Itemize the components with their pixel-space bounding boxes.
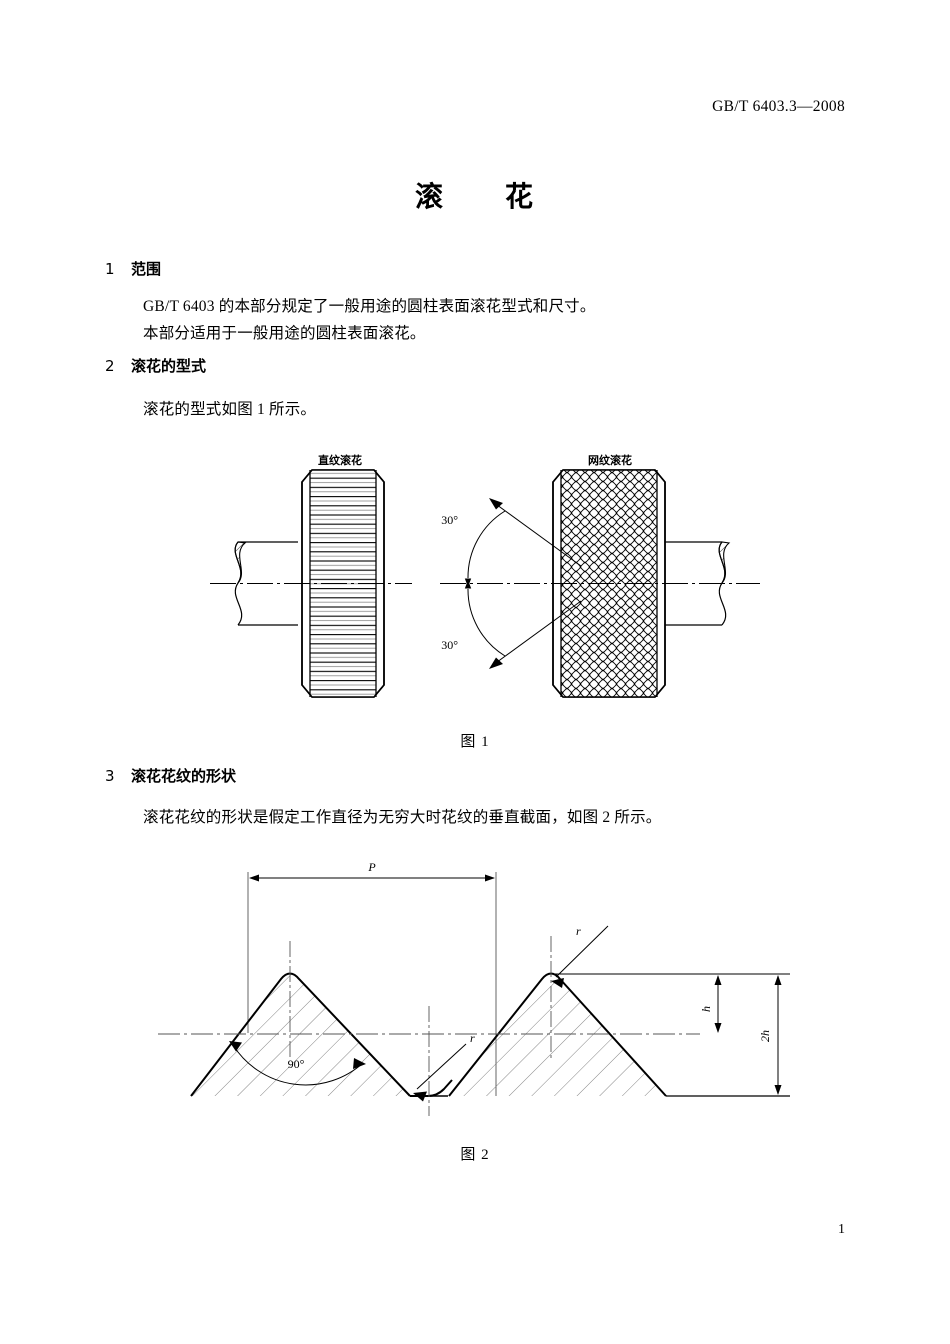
section-number-1: 1 — [105, 260, 115, 278]
standard-number: GB/T 6403.3—2008 — [712, 98, 845, 115]
figure2-height-h: h — [699, 975, 722, 1033]
section-heading-3: 3 滚花花纹的形状 — [105, 765, 236, 786]
figure2-h-label: h — [699, 1006, 713, 1012]
section-1-paragraph-1: GB/T 6403 的本部分规定了一般用途的圆柱表面滚花型式和尺寸。 — [143, 298, 596, 315]
section-title-2: 滚花的型式 — [131, 357, 207, 375]
section-number-3: 3 — [105, 767, 115, 785]
document-title: 滚 花 — [414, 180, 535, 213]
figure2-tooth-profile — [158, 936, 790, 1116]
figure-1-caption: 图 1 — [0, 730, 950, 751]
section-3-paragraph-1: 滚花花纹的形状是假定工作直径为无穷大时花纹的垂直截面，如图 2 所示。 — [143, 809, 662, 826]
figure2-pitch-label: P — [367, 860, 376, 874]
section-title-3: 滚花花纹的形状 — [131, 767, 237, 785]
figure-2: P — [0, 858, 950, 1128]
figure1-diamond-knurl-drawing: 网纹滚花 — [440, 453, 760, 698]
figure2-2h-label: 2h — [758, 1030, 772, 1042]
figure-2-caption: 图 2 — [0, 1143, 950, 1164]
section-2-paragraph-1: 滚花的型式如图 1 所示。 — [143, 401, 317, 418]
section-title-1: 范围 — [131, 260, 162, 278]
figure2-height-2h: 2h — [758, 975, 782, 1095]
figure2-angle-90: 90° — [229, 1041, 366, 1086]
section-heading-2: 2 滚花的型式 — [105, 355, 206, 376]
figure-2-caption-text: 图 2 — [460, 1147, 490, 1163]
page-number: 1 — [838, 1222, 845, 1237]
figure2-radius-valley: r — [413, 1031, 475, 1102]
figure2-radius-crest: r — [551, 924, 609, 988]
figure1-straight-knurl-drawing: 直纹滚花 — [210, 453, 412, 698]
figure2-angle-label: 90° — [288, 1057, 305, 1071]
figure1-angle-top-label: 30° — [441, 513, 458, 527]
figure-1-caption-text: 图 1 — [460, 734, 490, 750]
figure2-radius-crest-label: r — [576, 924, 581, 938]
figure2-radius-valley-label: r — [470, 1031, 475, 1045]
section-1-paragraph-2: 本部分适用于一般用途的圆柱表面滚花。 — [143, 325, 426, 342]
figure1-angle-bottom-label: 30° — [441, 638, 458, 652]
section-heading-1: 1 范围 — [105, 258, 161, 279]
section-number-2: 2 — [105, 357, 115, 375]
figure-1: 直纹滚花 — [0, 450, 950, 710]
page-header: GB/T 6403.3—2008 — [105, 98, 845, 116]
figure1-left-label: 直纹滚花 — [318, 453, 362, 467]
figure1-right-label: 网纹滚花 — [588, 453, 632, 467]
